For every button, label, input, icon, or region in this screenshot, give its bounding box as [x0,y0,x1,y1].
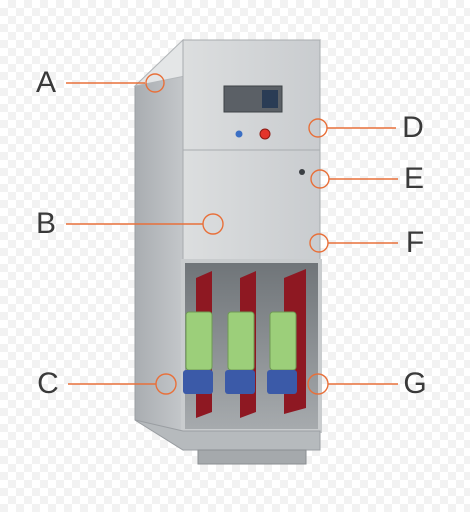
indicator-icon [235,130,243,138]
label-e: E [403,162,424,195]
label-a: A [35,66,56,99]
breaker-unit-1 [183,311,213,394]
hmi-screen [262,90,278,108]
estop-icon [259,128,271,140]
callout-c-marker [155,373,177,395]
cabinet-base [134,419,321,451]
callout-a-marker [145,73,165,93]
label-b: B [35,207,56,240]
label-d: D [402,111,424,144]
callout-b-marker [202,213,224,235]
base-rail [197,449,307,465]
lock-icon [299,169,305,175]
middle-door [182,149,321,262]
breaker-unit-2 [225,311,255,394]
label-f: F [405,226,425,259]
label-g: G [403,367,427,400]
breaker-unit-3 [267,311,297,394]
label-c: C [37,367,59,400]
cabinet-side-panel [134,38,184,451]
